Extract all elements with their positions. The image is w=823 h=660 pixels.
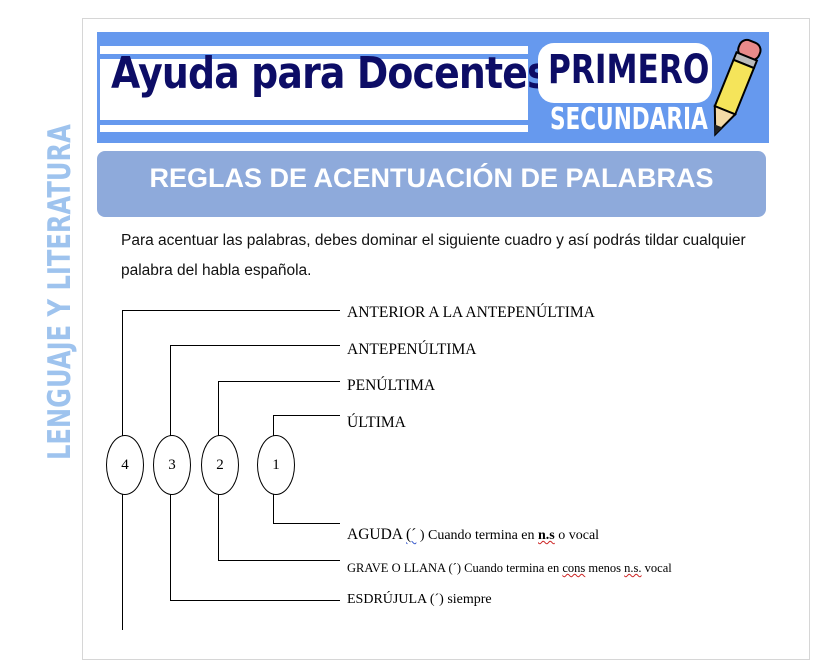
heading-text: REGLAS DE ACENTUACIÓN DE PALABRAS (149, 163, 714, 193)
connector-line (273, 523, 340, 524)
subject-label: LENGUAJE Y LITERATURA (42, 124, 78, 460)
site-title: Ayuda para Docentes (111, 48, 550, 99)
header-banner: Ayuda para Docentes PRIMERO SECUNDARIA (97, 32, 769, 143)
pencil-icon (713, 38, 762, 137)
grade-text: PRIMERO (548, 47, 710, 93)
title-panel (100, 46, 528, 132)
position-label: ANTERIOR A LA ANTEPENÚLTIMA (347, 304, 595, 321)
position-number: 1 (257, 435, 295, 495)
connector-line (122, 310, 340, 311)
connector-line (170, 345, 340, 346)
position-label: PENÚLTIMA (347, 377, 436, 394)
intro-paragraph: Para acentuar las palabras, debes domina… (121, 232, 746, 279)
connector-line (218, 381, 340, 382)
connector-line (170, 600, 340, 601)
grade-badge: PRIMERO (538, 43, 712, 103)
position-label: ÚLTIMA (347, 414, 406, 431)
section-heading: REGLAS DE ACENTUACIÓN DE PALABRAS (97, 151, 766, 217)
connector-line (218, 560, 340, 561)
level-text: SECUNDARIA (550, 102, 708, 137)
rule-aguda: AGUDA (´ ) Cuando termina en n.s o vocal (347, 526, 600, 543)
rule-esdrujula: ESDRÚJULA (´) siempre (347, 592, 492, 607)
rule-grave: GRAVE O LLANA (´) Cuando termina en cons… (347, 561, 672, 575)
position-number: 4 (106, 435, 144, 495)
position-number: 3 (153, 435, 191, 495)
position-label: ANTEPENÚLTIMA (347, 341, 477, 358)
stripe (100, 120, 528, 125)
connector-line (273, 415, 340, 416)
position-number: 2 (201, 435, 239, 495)
stripe (100, 54, 528, 59)
